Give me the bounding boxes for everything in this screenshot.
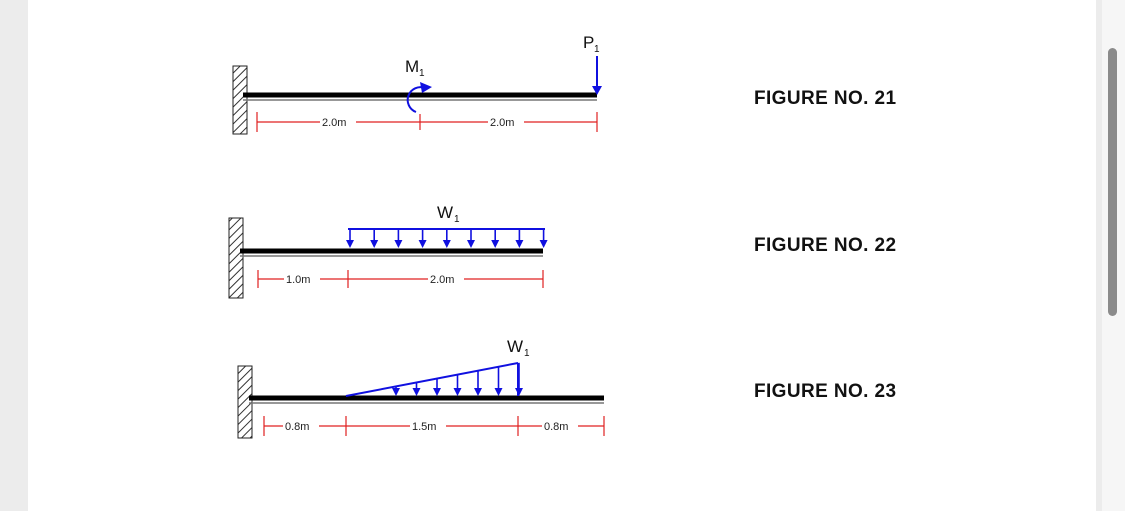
moment-arc — [406, 86, 426, 113]
load-arrow-head — [433, 388, 441, 396]
moment-arrowhead — [420, 82, 432, 93]
triangular-load-slope — [345, 362, 519, 397]
dimension-label: 0.8m — [544, 421, 568, 433]
load-arrow-head — [467, 240, 475, 248]
figure-21: P 1 M 1 2.0m 2.0m — [232, 33, 602, 135]
load-arrow-head — [474, 388, 482, 396]
figure-22-label: FIGURE NO. 22 — [754, 235, 897, 256]
moment-subscript: 1 — [419, 68, 425, 79]
triangular-load-label: W — [507, 337, 523, 356]
scrollbar-thumb[interactable] — [1108, 48, 1117, 316]
point-load-subscript: 1 — [594, 44, 600, 55]
load-arrow-head — [418, 240, 427, 248]
udl-subscript: 1 — [454, 214, 460, 225]
load-arrow-head — [392, 388, 400, 396]
load-arrow-head — [453, 388, 462, 396]
dimension-label: 1.5m — [412, 421, 436, 433]
figure-23-label: FIGURE NO. 23 — [754, 381, 897, 402]
dimension-label: 2.0m — [490, 117, 514, 129]
fixed-support-wall — [228, 217, 244, 299]
dimension-label: 0.8m — [285, 421, 309, 433]
udl-label: W — [437, 203, 453, 222]
load-arrow-head — [394, 240, 403, 248]
triangular-load-arrows — [392, 362, 523, 396]
load-arrow-head — [539, 240, 548, 248]
load-arrow-head — [412, 388, 421, 396]
point-load-label: P — [583, 33, 594, 52]
load-arrow-head — [515, 240, 524, 248]
triangular-load-subscript: 1 — [524, 348, 530, 359]
load-arrow-head — [494, 388, 503, 396]
load-arrow-head — [370, 240, 379, 248]
dimension-label: 2.0m — [322, 117, 346, 129]
figure-21-label: FIGURE NO. 21 — [754, 88, 897, 109]
load-arrow-head — [491, 240, 500, 248]
dimension-label: 1.0m — [286, 274, 310, 286]
beam-diagrams: P 1 M 1 2.0m 2.0m W 1 1.0m 2.0m — [228, 33, 605, 439]
figure-22: W 1 1.0m 2.0m — [228, 203, 548, 299]
figure-23: W 1 0.8m 1.5m 0.8m — [237, 337, 605, 439]
fixed-support-wall — [237, 365, 253, 439]
moment-label: M — [405, 57, 419, 76]
udl-arrows — [346, 229, 548, 248]
dimension-label: 2.0m — [430, 274, 454, 286]
load-arrow-head — [442, 240, 451, 248]
load-arrow-head — [346, 240, 354, 248]
point-load-arrowhead — [592, 86, 602, 95]
load-arrow-head — [515, 388, 523, 396]
